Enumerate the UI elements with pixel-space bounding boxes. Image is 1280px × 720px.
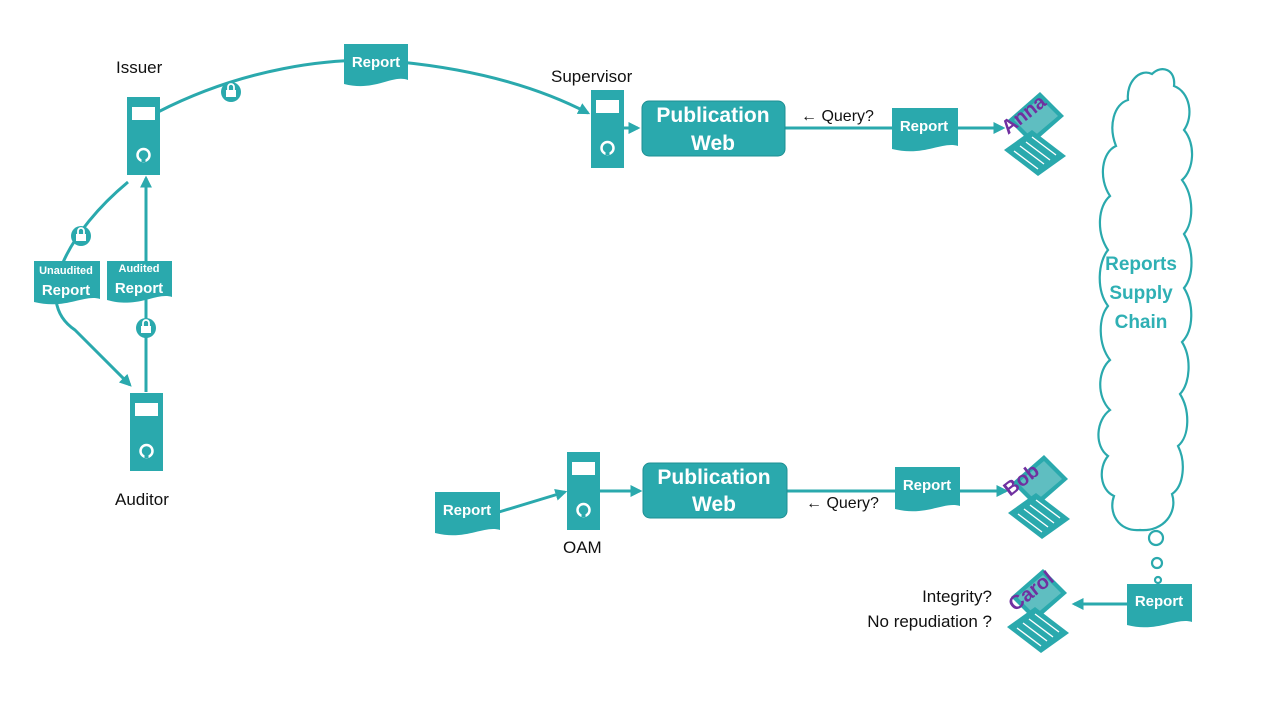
query-top-label: ← Query? bbox=[801, 108, 874, 125]
server-icon bbox=[565, 450, 602, 532]
report-bob-label: Report bbox=[903, 477, 951, 494]
cloud-line1: Reports bbox=[1105, 254, 1177, 275]
server-icon bbox=[128, 391, 165, 473]
thought-cloud-icon: Reports Supply Chain bbox=[1097, 68, 1194, 585]
pub-bottom-line1: Publication bbox=[657, 466, 770, 489]
integrity-question: Integrity? bbox=[922, 587, 992, 606]
server-icon bbox=[589, 88, 626, 170]
document-icon: Report bbox=[435, 492, 500, 536]
pub-bottom-line2: Web bbox=[692, 493, 736, 516]
auditor-label: Auditor bbox=[115, 490, 169, 509]
audited-small-label: Audited bbox=[119, 263, 160, 275]
document-icon: Report bbox=[895, 467, 960, 512]
lock-icon bbox=[220, 81, 242, 103]
lock-icon bbox=[135, 317, 157, 339]
pub-top-line2: Web bbox=[691, 132, 735, 155]
server-icon bbox=[125, 95, 162, 177]
arrow-report-to-oam bbox=[498, 489, 568, 514]
document-icon: Unaudited Report bbox=[34, 261, 100, 305]
report-top-label: Report bbox=[352, 54, 400, 71]
audited-main-label: Report bbox=[115, 280, 163, 297]
supervisor-label: Supervisor bbox=[551, 67, 633, 86]
issuer-label: Issuer bbox=[116, 58, 163, 77]
document-icon: Report bbox=[892, 108, 958, 152]
publication-web-top: Publication Web bbox=[641, 100, 786, 157]
report-anna-label: Report bbox=[900, 118, 948, 135]
cloud-line2: Supply bbox=[1109, 283, 1173, 304]
pub-top-line1: Publication bbox=[656, 104, 769, 127]
document-icon: Report bbox=[344, 44, 408, 87]
cloud-line3: Chain bbox=[1115, 312, 1168, 333]
document-icon: Audited Report bbox=[107, 261, 172, 303]
query-bottom-label: ← Query? bbox=[806, 495, 879, 512]
report-oam-input-label: Report bbox=[443, 502, 491, 519]
publication-web-bottom: Publication Web bbox=[642, 462, 788, 519]
arc-issuer-to-auditor bbox=[54, 180, 132, 387]
oam-label: OAM bbox=[563, 538, 602, 557]
unaudited-small-label: Unaudited bbox=[39, 265, 93, 277]
repudiation-question: No repudiation ? bbox=[867, 612, 992, 631]
report-carol-label: Report bbox=[1135, 593, 1183, 610]
unaudited-main-label: Report bbox=[42, 282, 90, 299]
document-icon: Report bbox=[1127, 584, 1192, 628]
lock-icon bbox=[70, 225, 92, 247]
